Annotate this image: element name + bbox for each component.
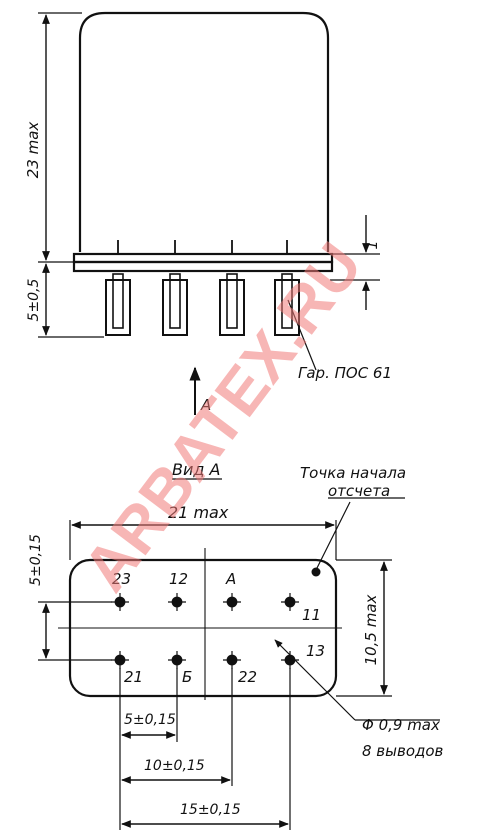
dim-height-10-5max: 10,5 max	[336, 559, 392, 697]
case-flange-top	[72, 252, 334, 264]
relay-case	[78, 11, 330, 252]
origin-point	[311, 567, 321, 577]
side-view: 23 max 5±0,5 1 Гар. ПОС 61 А	[24, 11, 392, 415]
pin-label-23: 23	[112, 570, 131, 588]
dim-height-23max: 23 max	[24, 12, 82, 263]
view-arrow-a: А	[189, 366, 211, 415]
pin-label-12: 12	[169, 570, 188, 588]
label-origin-2: отсчета	[328, 482, 390, 500]
label-5-15: 5±0,15	[28, 534, 44, 586]
dim-pin-5: 5±0,5	[26, 263, 104, 338]
pin-label-21: 21	[124, 668, 143, 686]
pin-label-13: 13	[306, 642, 325, 660]
label-5-0-5: 5±0,5	[26, 278, 42, 321]
pin-label-22: 22	[238, 668, 257, 686]
dim-bottom: 5±0,15 10±0,15 15±0,15	[119, 668, 291, 830]
pin-stubs	[117, 240, 288, 254]
label-pins-count: 8 выводов	[362, 742, 444, 760]
dim-width-21max: 21 max	[69, 503, 337, 560]
pin-label-11: 11	[302, 606, 321, 624]
label-hole-diam: Φ 0,9 max	[362, 716, 440, 734]
pins-side	[105, 273, 300, 336]
solder-leader: Гар. ПОС 61	[287, 299, 392, 382]
case-flange-bottom	[72, 260, 334, 273]
dim-flange-1: 1	[330, 215, 381, 310]
dim-5-15-vertical: 5±0,15	[28, 534, 112, 661]
label-15-15: 15±0,15	[180, 802, 241, 818]
pin-label-6: Б	[182, 668, 192, 686]
bottom-view: Вид А Точка начала отсчета 23	[28, 460, 444, 830]
label-21max: 21 max	[168, 503, 229, 522]
pin-labels: 23 12 А 11 21 Б 22 13	[112, 570, 325, 686]
label-5-15-bottom: 5±0,15	[124, 712, 176, 728]
center-lines	[58, 548, 342, 700]
label-solder: Гар. ПОС 61	[298, 364, 392, 382]
label-10-5max: 10,5 max	[362, 594, 380, 665]
label-origin-1: Точка начала	[300, 464, 406, 482]
label-view-a: Вид А	[172, 460, 220, 479]
label-1: 1	[365, 241, 381, 250]
label-10-15: 10±0,15	[144, 758, 205, 774]
watermark: ARBATEX.RU	[69, 229, 376, 604]
label-arrow-a: А	[200, 396, 211, 414]
pin-label-a: А	[225, 570, 236, 588]
hole-leader: Φ 0,9 max 8 выводов	[274, 639, 444, 760]
label-23max: 23 max	[24, 122, 42, 179]
